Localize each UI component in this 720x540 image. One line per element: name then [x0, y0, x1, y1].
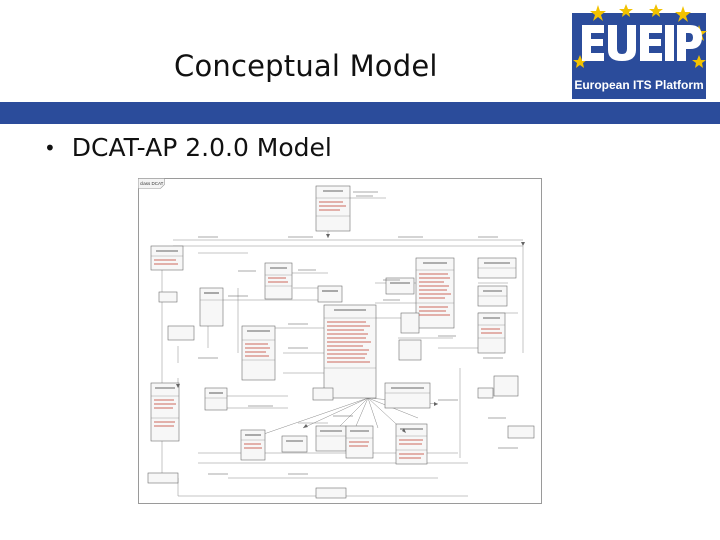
- bullet-dot-icon: •: [44, 135, 56, 160]
- logo-lettering: [582, 25, 702, 61]
- header-band: [0, 102, 720, 124]
- bullet-item: • DCAT-AP 2.0.0 Model: [44, 133, 332, 162]
- arrowheads: [176, 234, 525, 433]
- bullet-text: DCAT-AP 2.0.0 Model: [71, 133, 332, 162]
- diagram-frame-label: class DCAT: [140, 181, 164, 186]
- association-labels: [198, 191, 518, 475]
- dcat-uml-diagram: class DCAT: [138, 178, 542, 504]
- association-lines: [161, 195, 524, 497]
- slide-title: Conceptual Model: [174, 49, 438, 83]
- class-boxes: [147, 185, 535, 499]
- attribute-text-strokes: [154, 201, 502, 459]
- eueip-logo: European ITS Platform: [568, 3, 710, 102]
- compartment-lines: [151, 197, 516, 451]
- logo-caption: European ITS Platform: [574, 78, 703, 92]
